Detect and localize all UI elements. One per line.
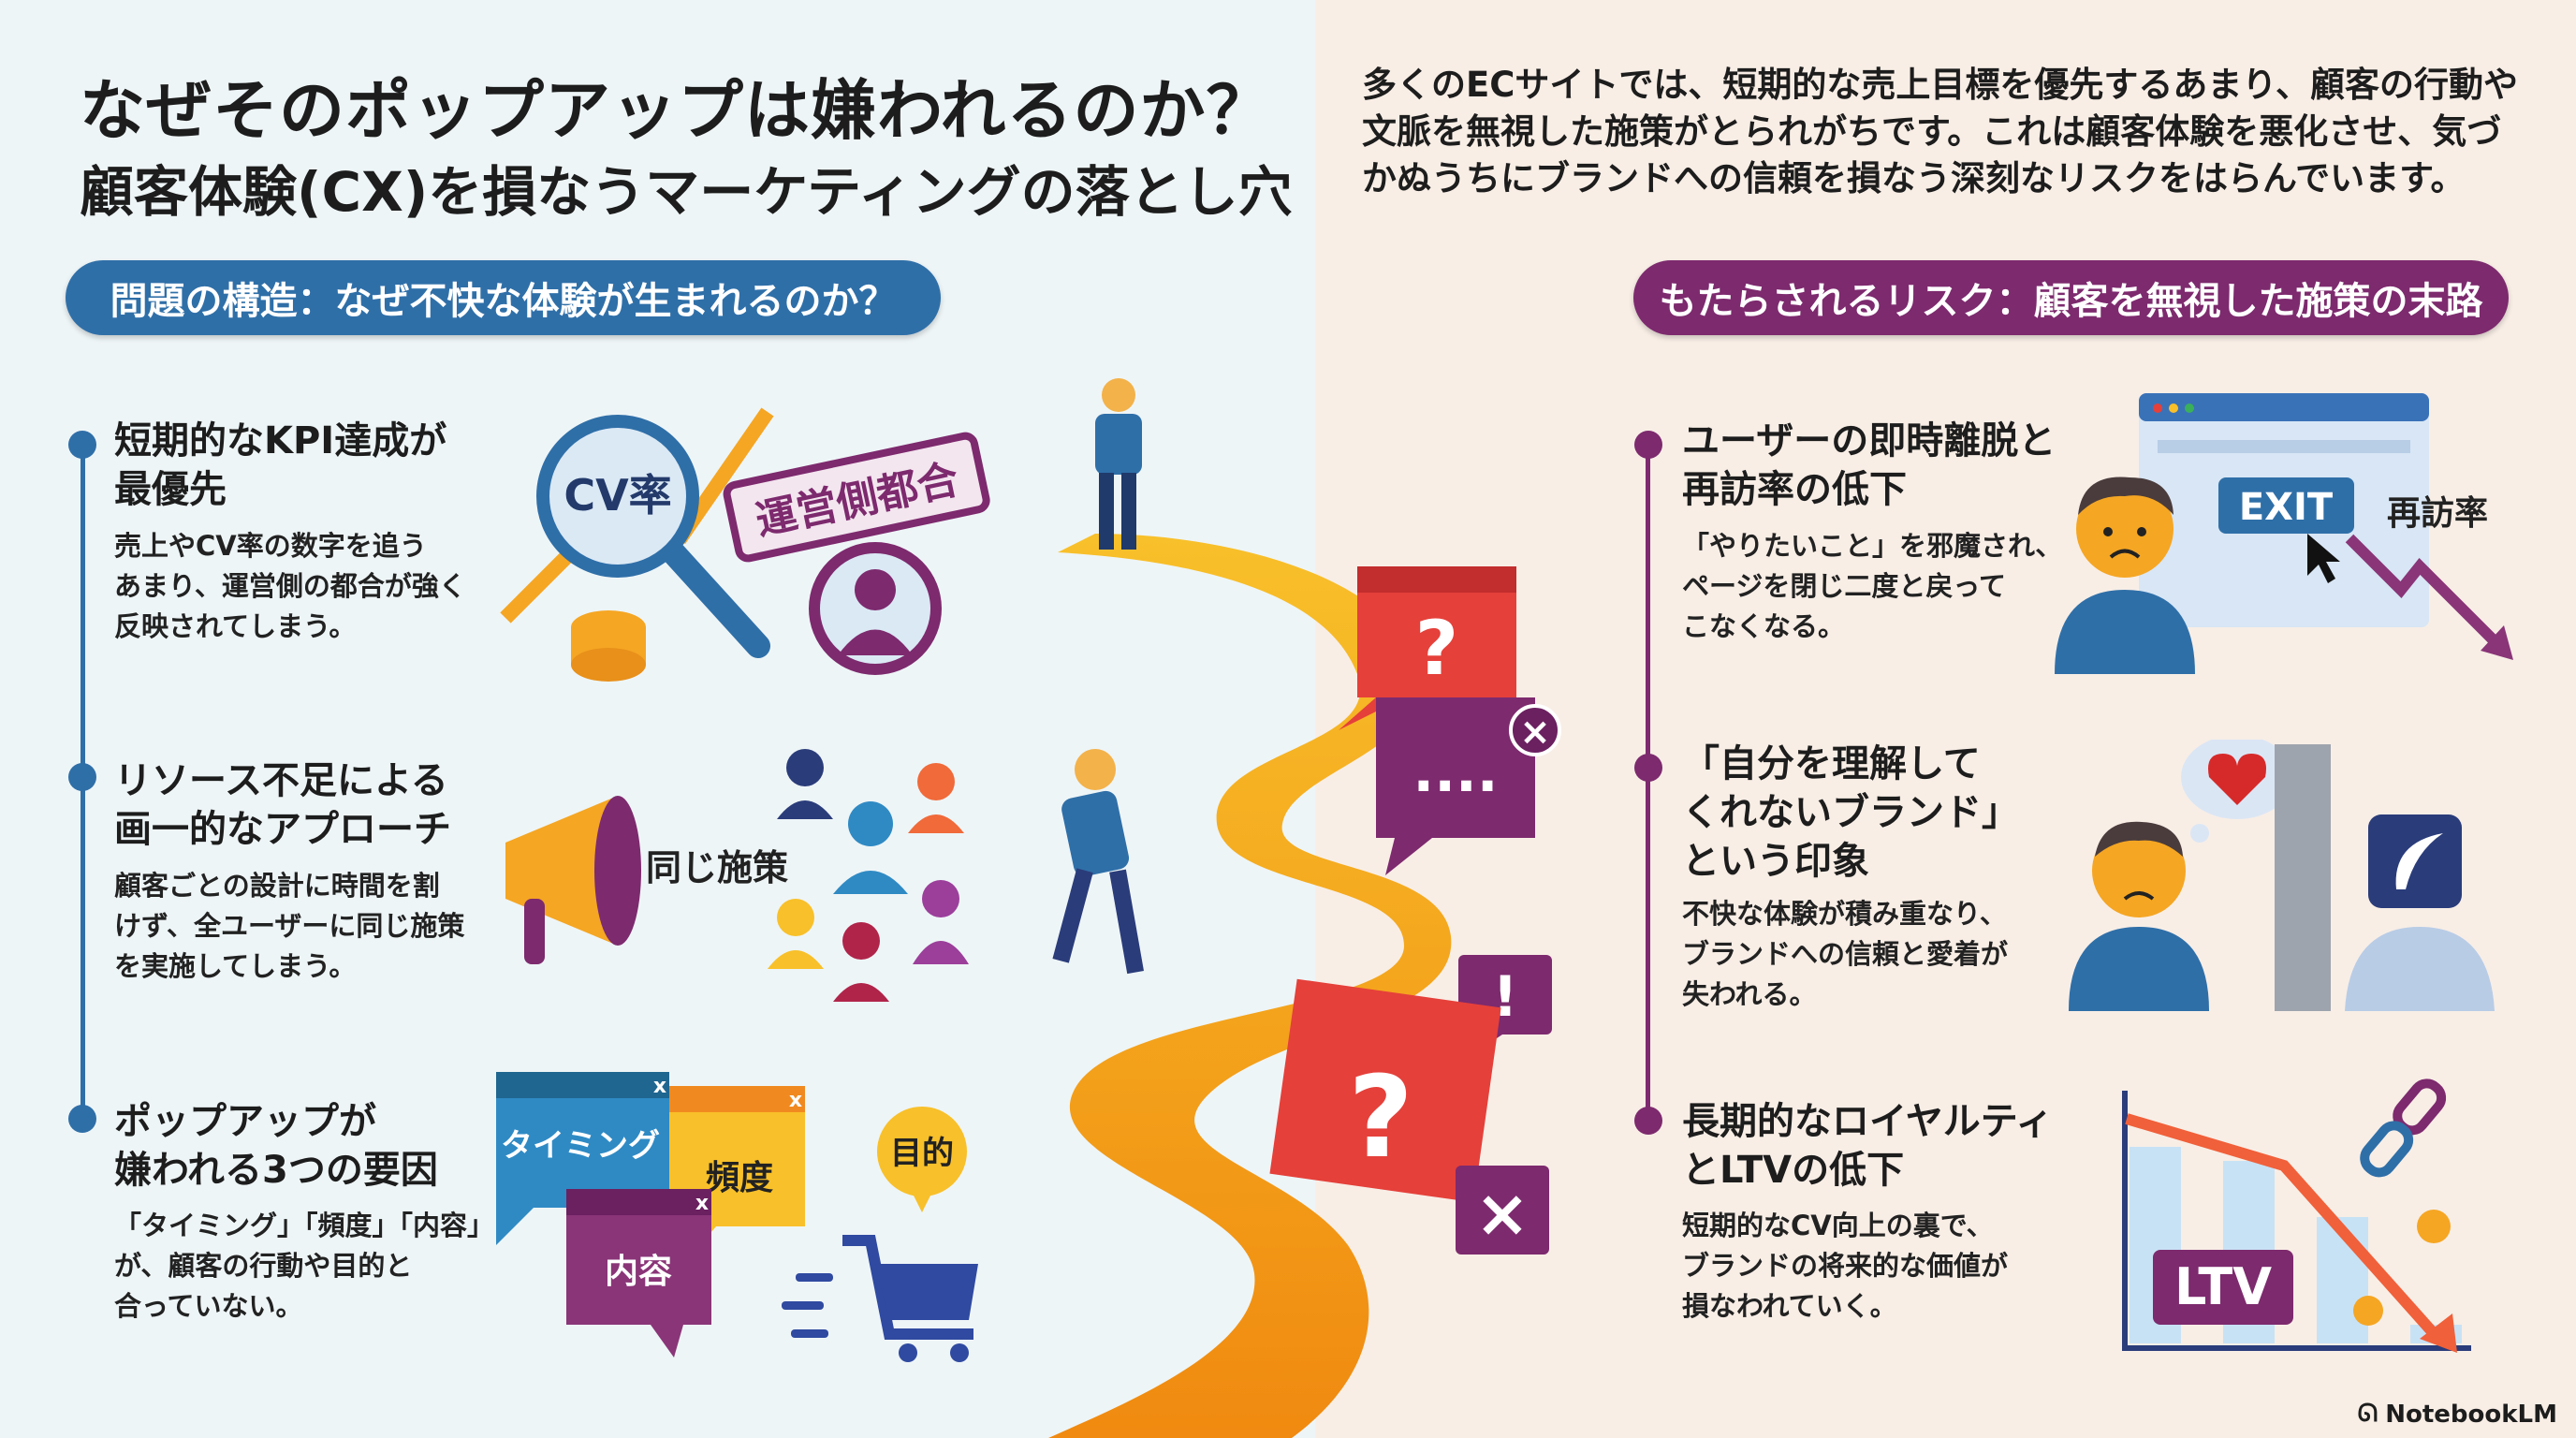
problem-heading-2: リソース不足による画一的なアプローチ xyxy=(114,759,451,851)
exit-button: EXIT xyxy=(2218,477,2354,534)
svg-text:EXIT: EXIT xyxy=(2239,486,2334,529)
brick-wall xyxy=(2275,744,2331,1011)
problem-desc-2: 顧客ごとの設計に時間を割けず、全ユーザーに同じ施策を実施してしまう。 xyxy=(114,870,465,982)
problem-desc-1: 売上やCV率の数字を追うあまり、運営側の都合が強く反映されてしまう。 xyxy=(114,530,466,642)
megaphone-icon xyxy=(505,796,641,964)
svg-text:×: × xyxy=(1519,711,1551,754)
svg-text:x: x xyxy=(695,1192,709,1215)
decline-arrow xyxy=(2125,1113,2443,1343)
coin-icon xyxy=(2417,1210,2451,1243)
svg-text:x: x xyxy=(653,1075,666,1098)
typing-popup-icon: .... × xyxy=(1376,697,1561,875)
svg-text:目的: 目的 xyxy=(890,1135,954,1172)
stumbling-person-icon xyxy=(1052,749,1144,975)
users-group-icon xyxy=(768,749,969,1002)
ltv-decline-illustration: LTV xyxy=(2122,1078,2471,1353)
svg-text:?: ? xyxy=(1415,605,1458,692)
title-line-1: なぜそのポップアップは嫌われるのか？ xyxy=(80,72,1273,149)
svg-text:同じ施策: 同じ施策 xyxy=(646,847,788,888)
purpose-bubble: 目的 xyxy=(877,1107,967,1212)
coins-icon xyxy=(571,610,646,682)
risk-header: もたらされるリスク：顧客を無視した施策の末路 xyxy=(1633,260,2509,335)
kpi-illustration: CV率 運営側都合 xyxy=(500,407,990,682)
confused-person-icon xyxy=(1095,378,1142,550)
large-question-popup-icon: ? xyxy=(1269,978,1501,1203)
problem-structure-header: 問題の構造：なぜ不快な体験が生まれるのか？ xyxy=(66,260,941,335)
brand-silhouette xyxy=(2345,927,2495,1011)
svg-text:頻度: 頻度 xyxy=(706,1159,773,1197)
cursor-icon xyxy=(2307,534,2340,583)
winding-road xyxy=(1048,534,1452,1438)
sad-person-icon xyxy=(2055,477,2195,674)
brand-logo-icon xyxy=(2368,814,2462,908)
chart-axes xyxy=(2122,1091,2471,1351)
broken-chain-icon xyxy=(2360,1078,2447,1178)
operator-stamp: 運営側都合 xyxy=(723,432,990,563)
content-popup: 内容 x xyxy=(566,1189,711,1357)
timeline-dot xyxy=(1634,754,1662,782)
broken-heart-thought-icon xyxy=(2181,740,2293,843)
problem-heading-1: 短期的なKPI達成が最優先 xyxy=(114,419,447,511)
risk-heading-2: 「自分を理解してくれないブランド」という印象 xyxy=(1682,742,2019,883)
coin-icon xyxy=(2353,1296,2383,1326)
exit-illustration: EXIT 再訪率 xyxy=(2055,393,2513,674)
right-timeline-line xyxy=(1646,445,1650,1128)
problem-heading-3: ポップアップが嫌われる3つの要因 xyxy=(114,1100,438,1192)
brand-wall-illustration xyxy=(2069,740,2495,1011)
sad-person-icon xyxy=(2069,821,2209,1011)
timeline-dot xyxy=(68,1105,96,1133)
user-avatar-icon xyxy=(809,542,942,675)
risk-desc-1: 「やりたいこと」を邪魔され、ページを閉じ二度と戻ってこなくなる。 xyxy=(1682,530,2063,642)
svg-text:x: x xyxy=(789,1089,802,1112)
risk-desc-3: 短期的なCV向上の裏で、ブランドの将来的な価値が損なわれていく。 xyxy=(1682,1210,2009,1322)
risk-heading-3: 長期的なロイヤルティとLTVの低下 xyxy=(1682,1100,2054,1192)
timeline-dot xyxy=(1634,431,1662,459)
same-measure-illustration: 同じ施策 xyxy=(505,749,969,1002)
timing-popup: タイミング x xyxy=(496,1072,669,1245)
timeline-dot xyxy=(68,763,96,791)
close-box-icon: × xyxy=(1456,1166,1549,1255)
title-line-2: 顧客体験(CX)を損なうマーケティングの落とし穴 xyxy=(80,160,1293,224)
ltv-label: LTV xyxy=(2153,1250,2293,1325)
shopping-cart-icon xyxy=(782,1235,978,1362)
magnifier-icon: CV率 xyxy=(536,415,770,658)
svg-text:タイミング: タイミング xyxy=(501,1127,660,1165)
down-arrow-icon xyxy=(2345,534,2504,651)
svg-text:....: .... xyxy=(1412,740,1498,805)
question-popup-icon: ? xyxy=(1339,566,1516,730)
svg-text:×: × xyxy=(1475,1175,1530,1252)
notebooklm-logo-icon: ᘏ xyxy=(2357,1400,2378,1428)
svg-text:CV率: CV率 xyxy=(564,470,671,521)
timeline-dot xyxy=(1634,1107,1662,1135)
problem-desc-3: 「タイミング」「頻度」「内容」が、顧客の行動や目的と合っていない。 xyxy=(114,1210,495,1322)
svg-text:?: ? xyxy=(1348,1053,1413,1183)
timeline-dot xyxy=(68,431,96,459)
risk-heading-1: ユーザーの即時離脱と再訪率の低下 xyxy=(1682,419,2056,511)
svg-text:LTV: LTV xyxy=(2174,1257,2272,1316)
svg-text:再訪率: 再訪率 xyxy=(2387,494,2488,533)
svg-text:内容: 内容 xyxy=(605,1253,672,1291)
intro-text: 多くのECサイトでは、短期的な売上目標を優先するあまり、顧客の行動や文脈を無視し… xyxy=(1362,65,2518,198)
risk-desc-2: 不快な体験が積み重なり、ブランドへの信頼と愛着が失われる。 xyxy=(1682,898,2009,1010)
